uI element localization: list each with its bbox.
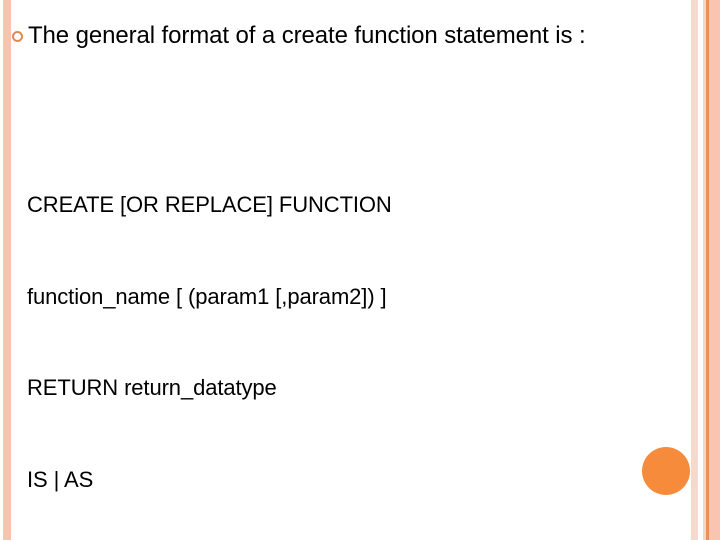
heading-text: The general format of a create function … (28, 22, 586, 49)
left-accent-stripe (3, 0, 11, 540)
bullet-heading-row: The general format of a create function … (12, 20, 684, 51)
code-line: CREATE [OR REPLACE] FUNCTION (27, 192, 392, 217)
right-accent-stripe-4 (709, 0, 720, 540)
code-line: IS | AS (27, 466, 94, 492)
right-accent-stripe-2 (703, 0, 706, 540)
right-accent-stripe-3 (706, 0, 709, 540)
code-line: function_name [ (param1 [,param2]) ] (27, 283, 387, 309)
code-block: CREATE [OR REPLACE] FUNCTION function_na… (27, 129, 667, 540)
hollow-circle-bullet-icon (12, 31, 23, 42)
code-line: RETURN return_datatype (27, 375, 277, 400)
right-accent-stripe-1 (691, 0, 698, 540)
orange-circle-accent (642, 447, 690, 495)
